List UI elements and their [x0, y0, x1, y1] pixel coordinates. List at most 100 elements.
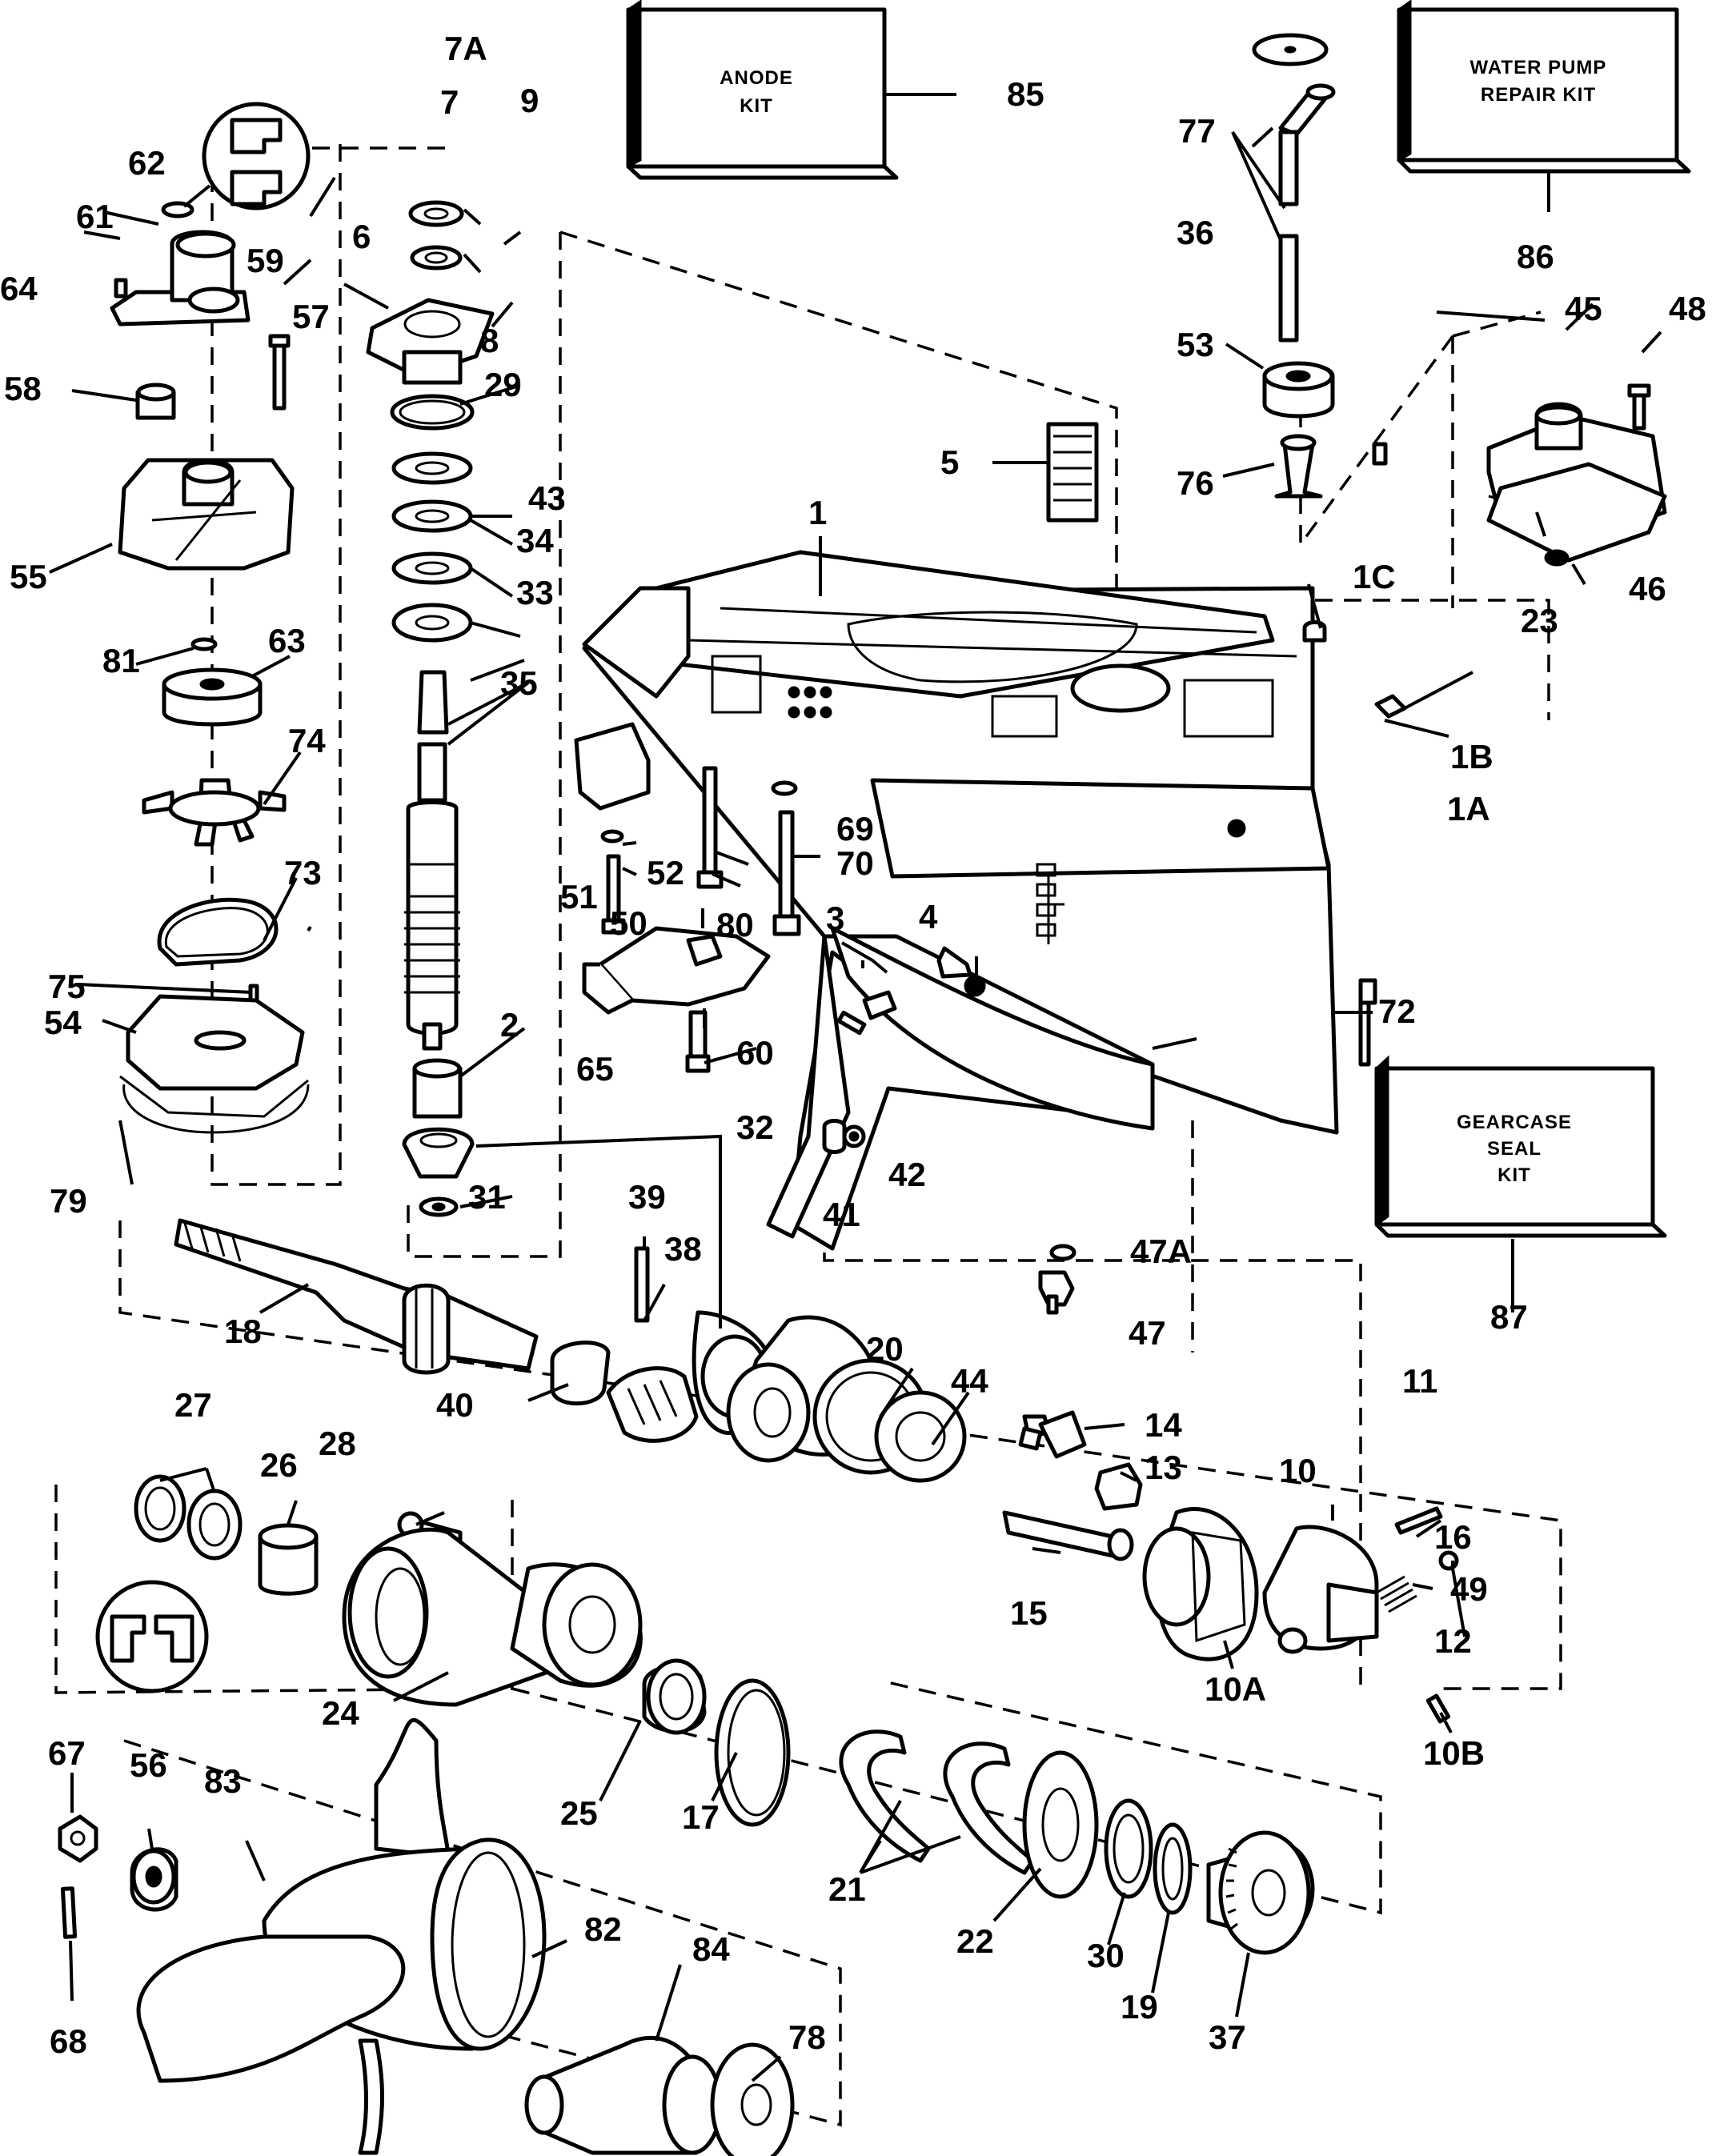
- callout-16: 16: [1434, 1518, 1472, 1556]
- callout-37: 37: [1209, 2018, 1246, 2056]
- water-pump-assembly-left: [110, 102, 311, 1134]
- callout-81: 81: [102, 642, 140, 679]
- anode-kit-label-1: ANODE: [720, 67, 793, 89]
- callout-49: 49: [1450, 1570, 1488, 1608]
- water-pump-kit-label-2: REPAIR KIT: [1481, 84, 1596, 106]
- callout-73: 73: [284, 854, 322, 892]
- callout-54: 54: [44, 1004, 82, 1041]
- water-pump-kit-box: WATER PUMP REPAIR KIT: [1397, 0, 1691, 174]
- callout-39: 39: [628, 1178, 666, 1216]
- callout-67: 67: [48, 1734, 86, 1772]
- callout-41: 41: [823, 1196, 860, 1233]
- callout-19: 19: [1121, 1988, 1158, 2026]
- callout-33: 33: [516, 574, 554, 611]
- callout-68: 68: [50, 2022, 87, 2060]
- callout-44: 44: [951, 1362, 988, 1400]
- leader-lines: [49, 93, 1662, 2082]
- callout-20: 20: [866, 1330, 904, 1368]
- callout-55: 55: [10, 558, 47, 595]
- callout-77: 77: [1178, 112, 1216, 150]
- callout-22: 22: [956, 1922, 994, 1960]
- callout-46: 46: [1629, 570, 1666, 607]
- callout-87: 87: [1490, 1298, 1528, 1336]
- callout-1B: 1B: [1450, 738, 1493, 775]
- callout-26: 26: [260, 1446, 298, 1484]
- callout-50: 50: [610, 904, 647, 942]
- callout-12: 12: [1434, 1622, 1472, 1660]
- callout-5: 5: [940, 443, 959, 481]
- water-tube-and-pump-right: [1252, 33, 1667, 567]
- callout-53: 53: [1177, 326, 1214, 363]
- callout-23: 23: [1521, 602, 1558, 639]
- callout-64: 64: [0, 270, 38, 307]
- callout-27: 27: [174, 1386, 212, 1424]
- callout-52: 52: [647, 854, 684, 892]
- callout-4: 4: [919, 898, 938, 936]
- callout-labels: 85 86 87 77 36 53 76 5 1 45 48 23 46 1C …: [0, 30, 1706, 2060]
- callout-13: 13: [1145, 1449, 1182, 1486]
- driveshaft-assembly: [366, 200, 495, 1217]
- callout-58: 58: [4, 370, 42, 407]
- callout-3: 3: [826, 900, 844, 937]
- callout-45: 45: [1565, 290, 1602, 327]
- callout-11: 11: [1402, 1362, 1437, 1400]
- callout-32: 32: [736, 1108, 774, 1146]
- callout-86: 86: [1517, 238, 1554, 275]
- anode-kit-box: ANODE KIT: [626, 0, 899, 180]
- propshaft-clutch-assembly: [174, 1218, 1459, 1724]
- callout-65: 65: [576, 1050, 614, 1088]
- callout-56: 56: [130, 1746, 167, 1784]
- callout-25: 25: [560, 1794, 598, 1832]
- callout-15: 15: [1010, 1594, 1048, 1632]
- callout-76: 76: [1177, 464, 1214, 502]
- gearcase-seal-kit-label-3: KIT: [1497, 1164, 1531, 1186]
- callout-82: 82: [584, 1910, 622, 1948]
- water-pump-kit-label-1: WATER PUMP: [1470, 57, 1607, 78]
- callout-18: 18: [224, 1312, 262, 1350]
- callout-84: 84: [692, 1930, 730, 1968]
- callout-42: 42: [888, 1156, 926, 1193]
- callout-83: 83: [204, 1762, 242, 1800]
- callout-72: 72: [1378, 992, 1416, 1030]
- callout-63: 63: [268, 622, 306, 659]
- callout-47A: 47A: [1130, 1232, 1192, 1270]
- callout-80: 80: [716, 906, 754, 944]
- callout-70: 70: [836, 844, 874, 882]
- callout-61: 61: [76, 198, 114, 235]
- callout-85: 85: [1007, 75, 1044, 113]
- callout-69: 69: [836, 810, 874, 848]
- callout-1C: 1C: [1353, 558, 1396, 595]
- gearcase-housing: [582, 550, 1339, 1251]
- gearcase-seal-kit-label-2: SEAL: [1487, 1138, 1542, 1160]
- callout-28: 28: [319, 1425, 356, 1462]
- callout-48: 48: [1669, 290, 1706, 327]
- callout-8: 8: [480, 322, 499, 359]
- fasteners-and-small-parts: [574, 422, 1407, 1315]
- callout-7: 7: [440, 83, 459, 121]
- callout-7A: 7A: [444, 30, 487, 67]
- gearcase-seal-kit-label-1: GEARCASE: [1457, 1112, 1572, 1133]
- callout-9: 9: [520, 82, 539, 119]
- callout-1A: 1A: [1447, 790, 1490, 828]
- gearcase-seal-kit-box: GEARCASE SEAL KIT: [1374, 1055, 1667, 1238]
- callout-51: 51: [560, 878, 598, 916]
- callout-2: 2: [500, 1006, 519, 1044]
- anode-kit-label-2: KIT: [740, 95, 773, 117]
- callout-6: 6: [352, 218, 371, 255]
- callout-78: 78: [788, 2018, 826, 2056]
- callout-21: 21: [828, 1870, 866, 1908]
- callout-35: 35: [500, 664, 538, 702]
- bearing-housing-and-propeller: [58, 1474, 1315, 2156]
- callout-29: 29: [484, 366, 522, 403]
- callout-36: 36: [1177, 214, 1214, 251]
- callout-40: 40: [436, 1386, 474, 1424]
- callout-47: 47: [1129, 1314, 1166, 1352]
- callout-14: 14: [1145, 1406, 1182, 1444]
- callout-10A: 10A: [1205, 1670, 1266, 1708]
- callout-24: 24: [322, 1694, 359, 1732]
- callout-62: 62: [128, 144, 166, 182]
- callout-74: 74: [288, 722, 326, 759]
- callout-75: 75: [48, 968, 86, 1005]
- callout-57: 57: [292, 298, 330, 335]
